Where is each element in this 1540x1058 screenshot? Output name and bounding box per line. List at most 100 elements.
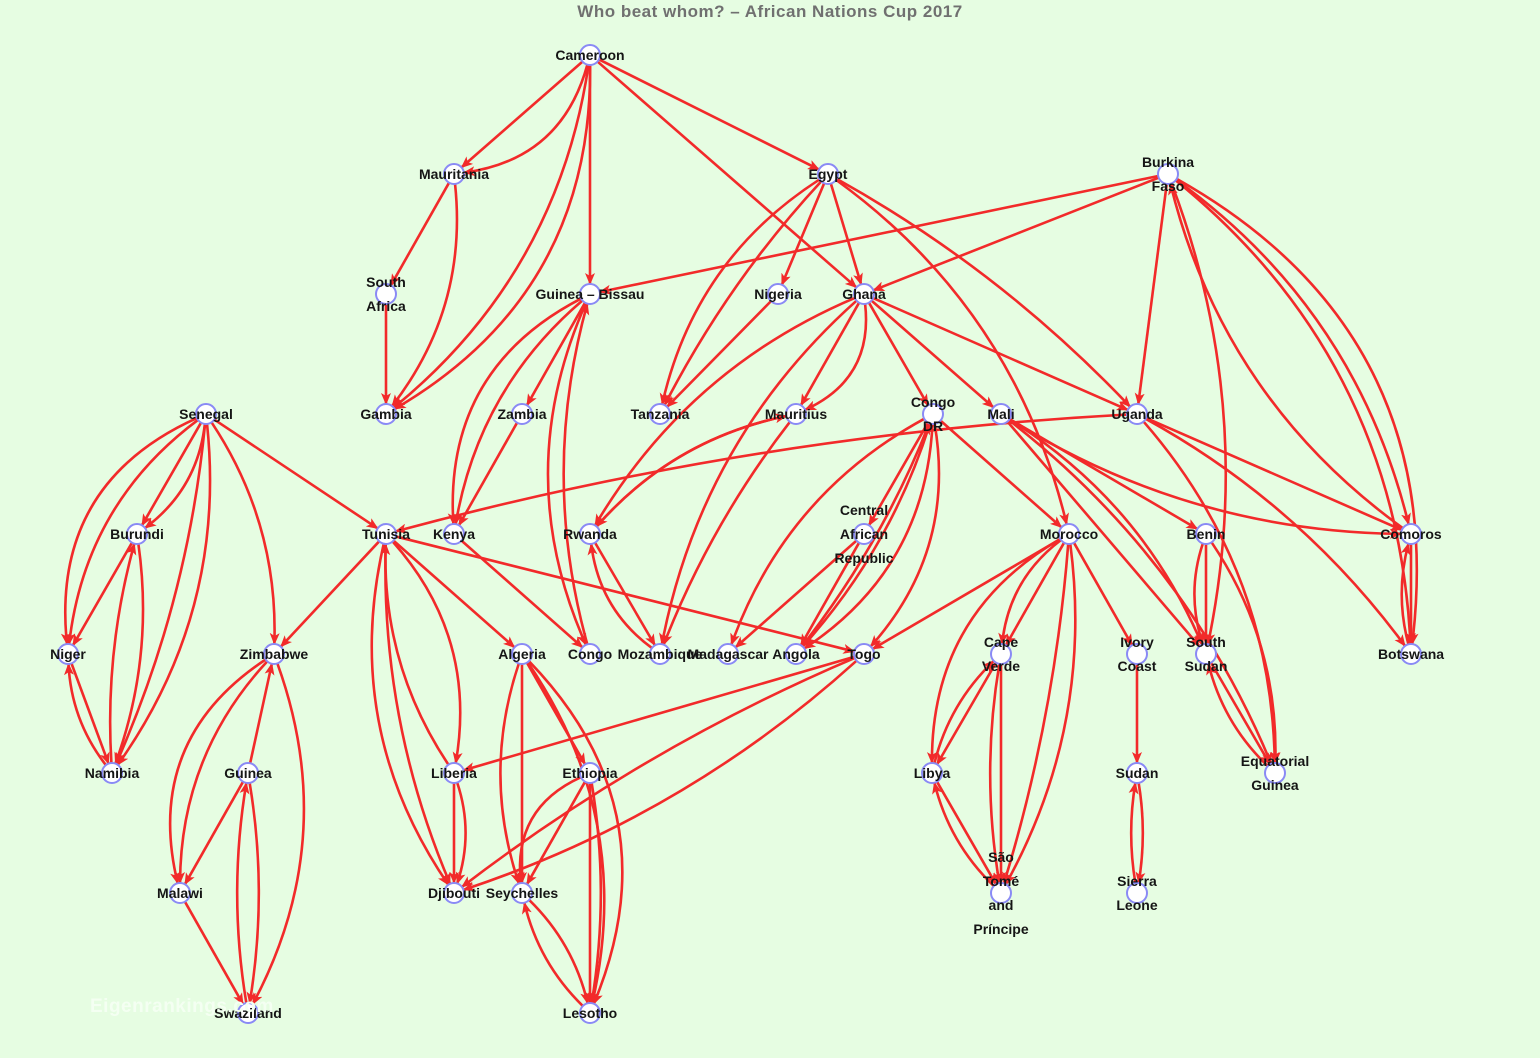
edge-guinea-beat-zimbabwe [248,662,275,764]
node-madagascar [717,643,739,665]
node-label-line: Coast [1118,658,1157,674]
node-label-ethiopia: Ethiopia [562,765,617,781]
edge-burkina-beat-guineabissau [598,174,1159,295]
edge-malawi-beat-swaziland [183,901,245,1006]
node-label-line: Ivory [1120,634,1154,650]
edge-ghana-beat-mali [870,299,995,409]
node-label-line: Egypt [809,166,848,182]
node-label-line: Mauritius [765,406,827,422]
edge-senegal-beat-niger [65,418,199,646]
node-congodr [922,403,944,425]
node-label-mali: Mali [987,406,1014,422]
edge-egypt-beat-ghana [829,183,863,286]
edge-tunisia-beat-liberia [391,540,463,765]
node-zimbabwe [263,643,285,665]
node-sierraleone [1126,882,1148,904]
node-label-line: Niger [50,646,86,662]
edge-rwanda-beat-mauritius [595,413,788,528]
node-layer [57,44,1422,1024]
node-label-line: Botswana [1378,646,1444,662]
edge-namibia-beat-burundi [108,542,137,764]
watermark: Eigenrankings.com [90,996,274,1017]
edge-cameroon-beat-mauritania [462,64,589,177]
edge-morocco-beat-togo [871,537,1062,651]
edge-senegal-beat-tunisia [213,418,379,530]
edge-layer [60,58,1419,1007]
node-label-line: Lesotho [563,1005,617,1021]
edge-uganda-beat-botswana [1145,417,1407,647]
node-label-line: Morocco [1040,526,1098,542]
node-label-mauritania: Mauritania [419,166,489,182]
edge-burkina-beat-ghana [872,176,1160,292]
edge-ethiopia-beat-seychelles [525,781,587,886]
edge-tunisia-beat-togo [395,535,856,654]
node-label-tanzania: Tanzania [631,406,690,422]
node-lesotho [579,1002,601,1024]
node-label-zambia: Zambia [497,406,546,422]
edge-morocco-beat-libya [926,537,1061,764]
edge-capeverde-beat-libya [935,661,998,766]
node-label-line: Madagascar [688,646,769,662]
edge-lesotho-beat-seychelles [521,901,584,1007]
node-label-line: Ethiopia [562,765,617,781]
edge-congodr-beat-angola [803,423,934,650]
edge-burkina-beat-comoros [1175,178,1411,526]
node-label-line: Equatorial [1241,753,1309,769]
node-label-line: Liberia [431,765,477,781]
edge-zimbabwe-beat-malawi [175,660,269,884]
node-ethiopia [579,762,601,784]
node-egypt [817,163,839,185]
node-label-kenya: Kenya [433,526,475,542]
edge-algeria-beat-lesotho [526,661,606,1005]
edge-seychelles-beat-lesotho [528,899,591,1005]
edge-egypt-beat-tanzania [663,180,823,406]
node-label-line: Sudan [1116,765,1159,781]
node-label-botswana: Botswana [1378,646,1444,662]
node-label-line: Namibia [85,765,140,781]
node-label-malawi: Malawi [157,885,203,901]
node-label-line: Faso [1152,178,1185,194]
node-label-line: Congo [568,646,612,662]
edge-mali-beat-southsudan [1006,420,1201,648]
chart-title: Who beat whom? – African Nations Cup 201… [577,2,963,21]
node-label-mauritius: Mauritius [765,406,827,422]
edge-togo-beat-djibouti [462,659,858,892]
edge-tunisia-beat-zimbabwe [279,540,381,648]
node-label-line: Nigeria [754,286,802,302]
node-label-line: Mali [987,406,1014,422]
edge-mali-beat-eqguinea [1008,419,1273,765]
node-label-line: Algeria [498,646,546,662]
edge-mauritius-beat-mozambique [662,421,791,646]
node-label-guinea: Guinea [224,765,272,781]
edge-cameroon-beat-gambia [392,64,590,409]
node-label-libya: Libya [914,765,951,781]
edge-algeria-beat-seychelles [499,663,521,885]
node-label-gambia: Gambia [360,406,412,422]
edge-burundi-beat-namibia [114,543,145,765]
edge-senegal-beat-niger [60,416,198,646]
node-southafrica [375,283,397,305]
edge-botswana-beat-comoros [1400,542,1411,645]
node-burundi [126,523,148,545]
node-label-line: and [989,897,1014,913]
edge-burkina-beat-southsudan [1170,182,1228,646]
node-label-line: Leone [1116,897,1157,913]
node-algeria [511,643,533,665]
edge-liberia-beat-djibouti [455,782,467,885]
edge-ghana-beat-congodr [867,302,930,407]
edge-guineabissau-beat-kenya [447,297,582,526]
edge-benin-beat-eqguinea [1210,541,1281,765]
node-cameroon [579,44,601,66]
node-mozambique [649,643,671,665]
edge-congo-beat-guineabissau [562,302,590,645]
edge-burkina-beat-uganda [1134,183,1169,406]
node-mali [990,403,1012,425]
edge-morocco-beat-saotome [1004,543,1077,886]
edge-nigeria-beat-tanzania [666,300,772,408]
edge-cameroon-beat-ghana [596,60,858,289]
node-seychelles [511,882,533,904]
edge-tunisia-beat-djibouti [370,543,450,886]
node-label-burundi: Burundi [110,526,164,542]
